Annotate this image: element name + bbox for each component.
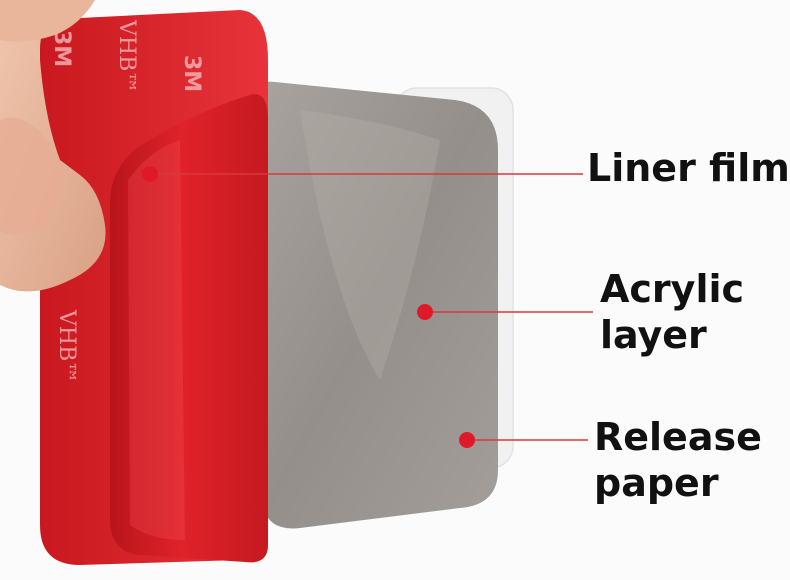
- label-acrylic-line-1: Acrylic: [600, 267, 745, 311]
- marker-dot-liner: [142, 166, 158, 182]
- finger-top: [0, 0, 95, 42]
- label-acrylic-line-2: layer: [600, 313, 707, 357]
- liner-highlight: [128, 140, 185, 540]
- brand-mark-vhb-2: VHB™: [54, 309, 79, 383]
- brand-mark-3m-2: 3M: [179, 55, 204, 92]
- marker-dot-acrylic: [417, 304, 433, 320]
- acrylic-layer: [255, 81, 498, 529]
- brand-mark-3m: 3M: [49, 30, 74, 67]
- marker-dot-release: [459, 432, 475, 448]
- label-release-line-1: Release: [594, 415, 762, 459]
- brand-mark-vhb: VHB™: [114, 19, 139, 93]
- label-liner-line-1: Liner film: [587, 146, 790, 190]
- label-release-line-2: paper: [594, 461, 719, 505]
- thumb: [0, 117, 64, 236]
- label-acrylic-layer: Acrylic layer: [600, 266, 744, 358]
- liner-film-front: [110, 94, 268, 563]
- label-release-paper: Release paper: [594, 414, 762, 506]
- acrylic-sheen: [300, 110, 440, 380]
- label-liner-film: Liner film: [587, 145, 790, 191]
